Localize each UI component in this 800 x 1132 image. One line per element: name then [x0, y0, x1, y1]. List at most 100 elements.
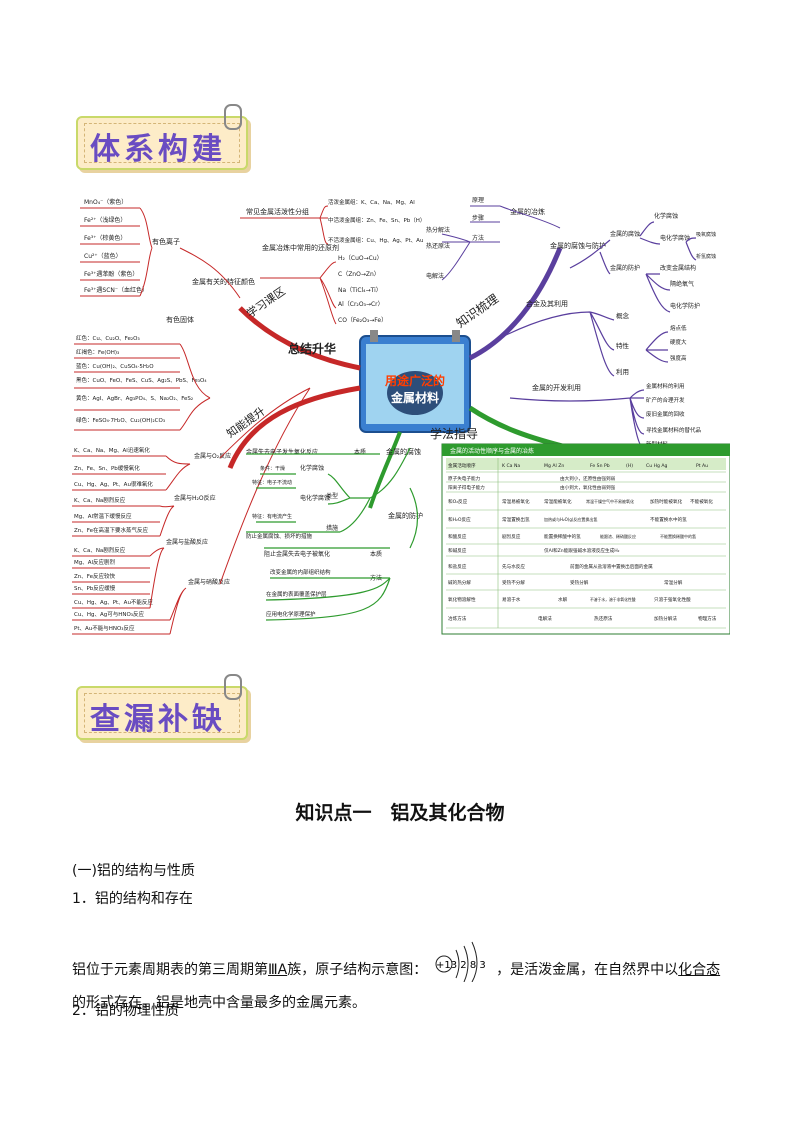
svg-text:H₂（CuO→Cu）: H₂（CuO→Cu）	[338, 255, 383, 262]
svg-text:合金及其利用: 合金及其利用	[526, 299, 568, 308]
svg-text:碱的热分解: 碱的热分解	[448, 579, 471, 586]
svg-text:电化学防护: 电化学防护	[670, 302, 700, 310]
svg-text:由小到大，氧化性由弱到强: 由小到大，氧化性由弱到强	[560, 484, 616, 491]
svg-text:金属的活动性顺序与金属的冶炼: 金属的活动性顺序与金属的冶炼	[450, 447, 534, 455]
svg-text:Zn、Fe在高温下要水蒸气反应: Zn、Fe在高温下要水蒸气反应	[74, 526, 149, 534]
svg-text:剧烈反应: 剧烈反应	[502, 533, 521, 540]
corrosion-group: 金属的腐蚀与防护 金属的腐蚀 金属的防护 化学腐蚀 电化学腐蚀 吸氧腐蚀 析氢腐…	[550, 212, 716, 310]
svg-text:步骤: 步骤	[472, 214, 484, 222]
group-number: ⅢA	[268, 962, 288, 978]
svg-text:熔点低: 熔点低	[670, 324, 687, 332]
svg-text:只溶于强氧化性酸: 只溶于强氧化性酸	[654, 596, 691, 603]
svg-text:MnO₄⁻（紫色）: MnO₄⁻（紫色）	[84, 198, 127, 206]
svg-text:和盐反应: 和盐反应	[448, 563, 467, 570]
svg-text:Pt Au: Pt Au	[696, 463, 708, 469]
svg-text:特征：有电流产生: 特征：有电流产生	[252, 513, 292, 520]
svg-text:吸氧腐蚀: 吸氧腐蚀	[696, 231, 716, 238]
paperclip-icon	[224, 104, 242, 130]
svg-text:原理: 原理	[472, 197, 484, 204]
svg-text:金属有关的特征颜色: 金属有关的特征颜色	[192, 277, 255, 286]
svg-text:活泼金属组：K、Ca、Na、Mg、Al: 活泼金属组：K、Ca、Na、Mg、Al	[328, 198, 415, 206]
occurrence-state: 化合态	[678, 962, 721, 978]
svg-text:废旧金属的回收: 废旧金属的回收	[646, 410, 685, 418]
smelting-group: 金属的冶炼 原理 步骤 方法 热分解法 热还原法 电解法	[426, 197, 545, 280]
development-group: 金属的开发利用 金属材料的利用 矿产的合理开发 废旧金属的回收 寻找金属材料的替…	[532, 382, 702, 448]
svg-text:热还原法: 热还原法	[594, 615, 613, 622]
branch-ability: 知能提升	[224, 404, 268, 441]
banner-fill-gaps: 查漏补缺	[76, 686, 248, 740]
banner-title: 查漏补缺	[90, 702, 226, 737]
svg-text:矿产的合理开发: 矿产的合理开发	[646, 396, 685, 404]
svg-text:Cu Hg Ag: Cu Hg Ag	[646, 463, 668, 469]
svg-text:金属的腐蚀与防护: 金属的腐蚀与防护	[550, 241, 606, 250]
paperclip-icon	[224, 674, 242, 700]
svg-text:金属的冶炼: 金属的冶炼	[510, 207, 545, 216]
svg-text:改变金属结构: 改变金属结构	[660, 264, 696, 272]
svg-text:措施: 措施	[326, 524, 338, 532]
activity-table: 金属的活动性顺序与金属的冶炼 金属活动顺序 K Ca Na Mg Al Zn F…	[441, 443, 730, 635]
svg-text:常温置换出氢: 常温置换出氢	[502, 516, 530, 523]
center-image: 用途广泛的 金属材料	[359, 330, 471, 433]
svg-text:冶炼方法: 冶炼方法	[448, 615, 467, 622]
svg-text:不能置换稀酸中的氢: 不能置换稀酸中的氢	[660, 533, 696, 539]
svg-text:Fe³⁺遇苯酚（紫色）: Fe³⁺遇苯酚（紫色）	[84, 270, 138, 278]
svg-text:金属与O₂反应: 金属与O₂反应	[194, 452, 231, 460]
svg-text:受热不分解: 受热不分解	[502, 579, 525, 586]
svg-text:Fe³⁺遇SCN⁻（血红色）: Fe³⁺遇SCN⁻（血红色）	[84, 286, 148, 294]
svg-text:隔绝氧气: 隔绝氧气	[670, 280, 694, 288]
svg-text:阳离子得电子能力: 阳离子得电子能力	[448, 484, 485, 491]
svg-text:热分解法: 热分解法	[426, 226, 450, 234]
svg-text:和H₂O反应: 和H₂O反应	[448, 516, 471, 523]
svg-text:原子失电子能力: 原子失电子能力	[448, 475, 481, 482]
svg-text:Cu、Hg、Ag可与HNO₃反应: Cu、Hg、Ag可与HNO₃反应	[74, 610, 144, 618]
svg-text:红色：Cu、Cu₂O、Fe₂O₃: 红色：Cu、Cu₂O、Fe₂O₃	[76, 334, 140, 342]
svg-text:常温干燥空气中不易被氧化: 常温干燥空气中不易被氧化	[586, 498, 634, 504]
svg-text:析氢腐蚀: 析氢腐蚀	[696, 253, 716, 260]
svg-text:+13 2 8 3: +13 2 8 3	[436, 960, 486, 971]
svg-text:黄色：AgI、AgBr、Ag₃PO₄、S、Na₂O₂、FeS: 黄色：AgI、AgBr、Ag₃PO₄、S、Na₂O₂、FeS₂	[76, 394, 193, 402]
svg-text:概念: 概念	[616, 311, 630, 320]
svg-text:本质: 本质	[354, 448, 366, 456]
svg-text:电解法: 电解法	[426, 272, 444, 280]
svg-text:应用电化学原理保护: 应用电化学原理保护	[266, 610, 316, 618]
svg-text:氧化物溶解性: 氧化物溶解性	[448, 596, 476, 603]
svg-text:Cu、Hg、Ag、Pt、Au不能反应: Cu、Hg、Ag、Pt、Au不能反应	[74, 598, 153, 606]
svg-text:类型: 类型	[326, 492, 338, 500]
svg-text:绿色：FeSO₄·7H₂O、Cu₂(OH)₂CO₃: 绿色：FeSO₄·7H₂O、Cu₂(OH)₂CO₃	[76, 416, 165, 424]
svg-text:热还原法: 热还原法	[426, 242, 450, 250]
mind-map: 用途广泛的 金属材料 总结升华 学习课区 知能提升 知识梳理 学法指导 MnO₄…	[72, 197, 730, 635]
svg-text:化学腐蚀: 化学腐蚀	[654, 212, 678, 220]
paragraph-aluminum-structure: 铝位于元素周期表的第三周期第ⅢA族，原子结构示意图： +13 2 8 3 ，是活…	[72, 941, 732, 1012]
svg-text:金属与H₂O反应: 金属与H₂O反应	[174, 494, 216, 502]
branch-summary: 总结升华	[288, 341, 336, 356]
svg-text:Al（Cr₂O₃→Cr）: Al（Cr₂O₃→Cr）	[338, 301, 384, 308]
svg-text:和O₂反应: 和O₂反应	[448, 498, 468, 505]
svg-text:电化学腐蚀: 电化学腐蚀	[300, 494, 330, 502]
svg-text:Cu、Hg、Ag、Pt、Au很难氧化: Cu、Hg、Ag、Pt、Au很难氧化	[74, 480, 153, 488]
svg-text:Zn、Fe反应较快: Zn、Fe反应较快	[74, 572, 116, 580]
svg-text:金属的防护: 金属的防护	[610, 264, 640, 272]
svg-text:阻止金属失去电子被氧化: 阻止金属失去电子被氧化	[264, 550, 330, 558]
svg-text:加热分解法: 加热分解法	[654, 615, 677, 622]
svg-text:先与水反应: 先与水反应	[502, 563, 525, 570]
svg-text:Pt、Au不能与HNO₃反应: Pt、Au不能与HNO₃反应	[74, 624, 135, 632]
colors-group: MnO₄⁻（紫色） Fe²⁺（浅绿色） Fe³⁺（棕黄色） Cu²⁺（蓝色） F…	[84, 198, 255, 324]
svg-text:Zn、Fe、Sn、Pb缓慢氧化: Zn、Fe、Sn、Pb缓慢氧化	[74, 464, 140, 472]
svg-text:金属的腐蚀: 金属的腐蚀	[386, 447, 421, 456]
svg-text:加热时能被氧化: 加热时能被氧化	[650, 498, 683, 505]
svg-text:C（ZnO→Zn）: C（ZnO→Zn）	[338, 271, 380, 278]
svg-text:Mg、Al常温下缓慢反应: Mg、Al常温下缓慢反应	[74, 512, 132, 520]
reactions-group: K、Ca、Na、Mg、Al迅速氧化 Zn、Fe、Sn、Pb缓慢氧化 Cu、Hg、…	[74, 446, 231, 632]
svg-text:强度高: 强度高	[670, 354, 687, 362]
branch-method: 学法指导	[430, 426, 478, 441]
reductant-group: 金属冶炼中常用的还原剂 H₂（CuO→Cu） C（ZnO→Zn） Na（TiCl…	[262, 243, 387, 324]
svg-text:(H): (H)	[626, 463, 633, 469]
svg-text:物理方法: 物理方法	[698, 615, 717, 622]
svg-text:易溶于水: 易溶于水	[502, 596, 521, 603]
svg-text:电化学腐蚀: 电化学腐蚀	[660, 234, 690, 242]
svg-text:K、Ca、Na、Mg、Al迅速氧化: K、Ca、Na、Mg、Al迅速氧化	[74, 446, 150, 454]
svg-text:方法: 方法	[472, 234, 484, 242]
knowledge-point-title: 知识点一 铝及其化合物	[295, 802, 505, 824]
svg-text:Mg、Al反应剧烈: Mg、Al反应剧烈	[74, 558, 116, 566]
svg-text:利用: 利用	[616, 367, 629, 376]
